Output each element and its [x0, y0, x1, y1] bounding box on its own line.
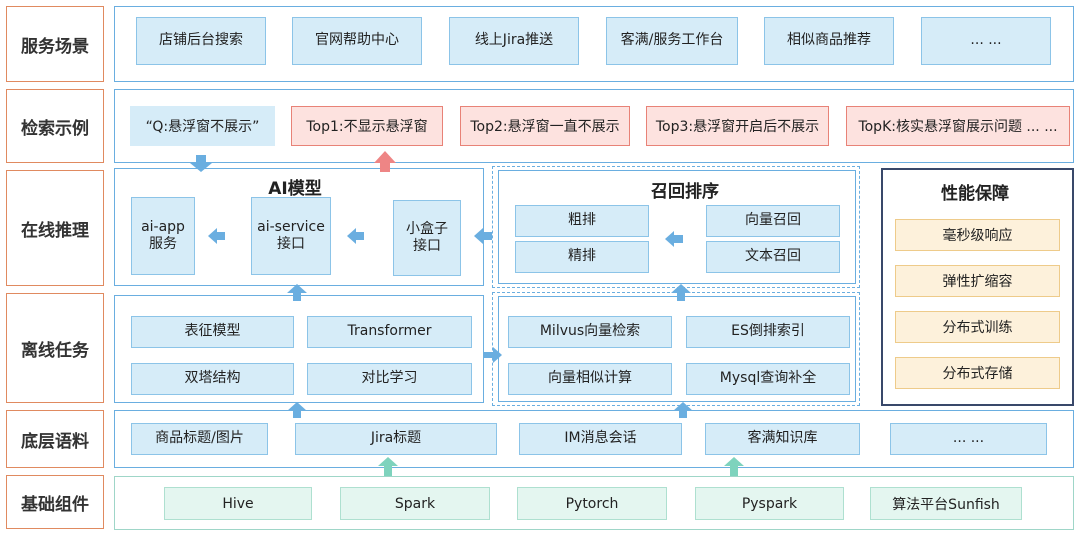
row-label-offline: 离线任务: [6, 293, 104, 403]
row-label-text: 基础组件: [21, 494, 89, 515]
component-item: Hive: [164, 487, 312, 520]
row-label-text: 底层语料: [21, 431, 89, 452]
service-item: 客满/服务工作台: [606, 17, 738, 65]
offline-item: Mysql查询补全: [686, 363, 850, 395]
service-panel: [114, 6, 1074, 82]
ai-service-box: ai-service 接口: [251, 197, 331, 275]
row-label-text: 在线推理: [21, 220, 89, 241]
search-query: “Q:悬浮窗不展示”: [130, 106, 275, 146]
component-item: Pytorch: [517, 487, 667, 520]
performance-title: 性能保障: [941, 184, 1009, 204]
ai-app-box: ai-app 服务: [131, 197, 195, 275]
row-label-corpus: 底层语料: [6, 410, 104, 468]
corpus-item-more: ... ...: [890, 423, 1047, 455]
rough-rank-box: 粗排: [515, 205, 649, 237]
ai-model-title: AI模型: [268, 179, 322, 199]
search-result: TopK:核实悬浮窗展示问题 ... ...: [846, 106, 1070, 146]
row-label-service: 服务场景: [6, 6, 104, 82]
performance-item: 分布式训练: [895, 311, 1060, 343]
corpus-item: IM消息会话: [519, 423, 682, 455]
offline-item: 向量相似计算: [508, 363, 672, 395]
performance-item: 弹性扩缩容: [895, 265, 1060, 297]
component-item: 算法平台Sunfish: [870, 487, 1022, 520]
service-item: 官网帮助中心: [292, 17, 422, 65]
row-label-text: 离线任务: [21, 340, 89, 361]
service-item: 店铺后台搜索: [136, 17, 266, 65]
performance-item: 分布式存储: [895, 357, 1060, 389]
row-label-search: 检索示例: [6, 89, 104, 163]
performance-item: 毫秒级响应: [895, 219, 1060, 251]
component-item: Pyspark: [695, 487, 844, 520]
service-item-more: ... ...: [921, 17, 1051, 65]
offline-item: Milvus向量检索: [508, 316, 672, 348]
search-result: Top1:不显示悬浮窗: [291, 106, 443, 146]
component-item: Spark: [340, 487, 490, 520]
row-label-text: 服务场景: [21, 36, 89, 57]
offline-item: 对比学习: [307, 363, 472, 395]
fine-rank-box: 精排: [515, 241, 649, 273]
recall-title: 召回排序: [651, 182, 719, 202]
offline-item: 双塔结构: [131, 363, 294, 395]
row-label-online: 在线推理: [6, 170, 104, 286]
offline-item: 表征模型: [131, 316, 294, 348]
small-box-box: 小盒子 接口: [393, 200, 461, 276]
service-item: 相似商品推荐: [764, 17, 894, 65]
service-item: 线上Jira推送: [449, 17, 579, 65]
offline-item: Transformer: [307, 316, 472, 348]
vector-recall-box: 向量召回: [706, 205, 840, 237]
corpus-item: 商品标题/图片: [131, 423, 268, 455]
corpus-item: 客满知识库: [705, 423, 860, 455]
offline-item: ES倒排索引: [686, 316, 850, 348]
search-result: Top2:悬浮窗一直不展示: [460, 106, 630, 146]
row-label-components: 基础组件: [6, 475, 104, 529]
row-label-text: 检索示例: [21, 118, 89, 139]
corpus-item: Jira标题: [295, 423, 497, 455]
search-result: Top3:悬浮窗开启后不展示: [646, 106, 829, 146]
text-recall-box: 文本召回: [706, 241, 840, 273]
